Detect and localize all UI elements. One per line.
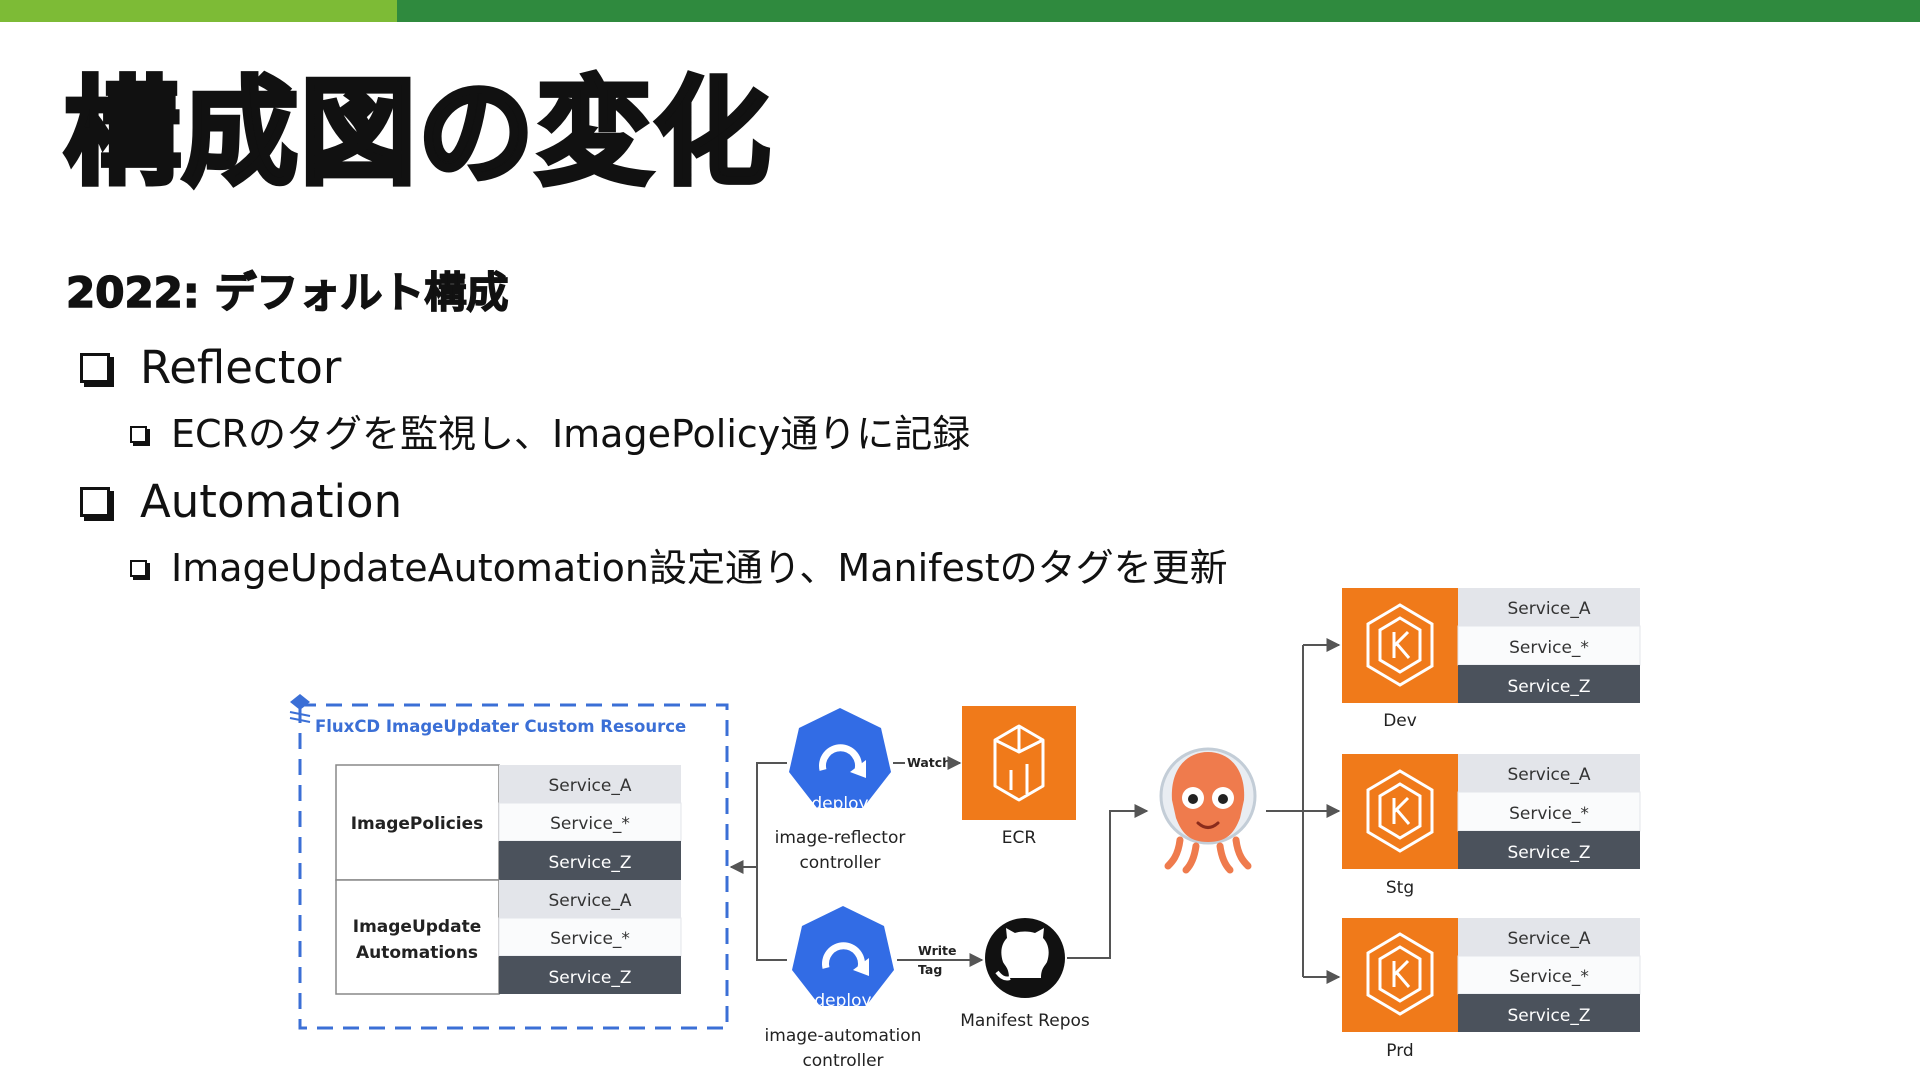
slide-subtitle: 2022: デフォルト構成 <box>65 267 509 318</box>
cluster-stg: Service_A Service_* Service_Z Stg <box>1342 754 1641 898</box>
cluster-prd: Service_A Service_* Service_Z Prd <box>1342 918 1641 1061</box>
ecr-service: ECR <box>962 706 1076 848</box>
service-row <box>1457 791 1641 832</box>
group-box <box>335 764 500 881</box>
bullet-automation: Automation <box>80 475 402 529</box>
watch-edge-label: Watch <box>907 755 951 770</box>
service-label: Service_Z <box>1508 843 1591 863</box>
service-label: Service_* <box>550 929 630 949</box>
service-row <box>499 956 681 994</box>
service-label: Service_A <box>549 891 632 911</box>
service-label: Service_Z <box>1508 1006 1591 1026</box>
manifest-repos: Manifest Repos <box>960 918 1090 1031</box>
service-row <box>498 917 682 957</box>
fluxcd-logo-icon <box>289 694 311 723</box>
cluster-name: Stg <box>1386 878 1414 898</box>
ecr-icon <box>962 706 1076 820</box>
deploy-badge-label: deploy <box>811 794 868 814</box>
service-label: Service_Z <box>549 853 632 873</box>
write-edge-label-line1: Write <box>918 943 956 958</box>
custom-resource-title: FluxCD ImageUpdater Custom Resource <box>315 717 686 736</box>
sub-bullet-reflector: ECRのタグを監視し、ImagePolicy通りに記録 <box>130 412 970 458</box>
image-reflector-controller: deploy image-reflector controller <box>775 708 906 873</box>
checkbox-bullet-icon <box>130 426 147 444</box>
service-label: Service_Z <box>549 968 632 988</box>
sub-bullet-label: ImageUpdateAutomation設定通り、Manifestのタグを更新 <box>171 546 1228 590</box>
write-edge-label-line2: Tag <box>918 962 942 977</box>
checkbox-bullet-icon <box>130 560 147 578</box>
bullet-reflector: Reflector <box>80 341 341 395</box>
group-name-image-policies: ImagePolicies <box>351 814 484 834</box>
service-row <box>499 765 681 803</box>
k8s-deploy-icon <box>789 708 891 808</box>
bullet-label: Reflector <box>140 341 342 394</box>
controller-bracket-line <box>756 762 787 961</box>
slide-title: 構成図の変化 <box>62 63 773 203</box>
bullet-label: Automation <box>140 475 403 528</box>
group-box <box>335 879 500 995</box>
k8s-deploy-icon <box>792 906 894 1006</box>
deploy-badge-label: deploy <box>814 991 871 1011</box>
cluster-name: Dev <box>1383 711 1417 731</box>
checkbox-bullet-icon <box>80 353 110 383</box>
top-accent-bar <box>0 0 1920 22</box>
service-row <box>1458 588 1640 626</box>
service-label: Service_* <box>550 814 630 834</box>
service-label: Service_A <box>1508 929 1591 949</box>
service-label: Service_* <box>1509 804 1589 824</box>
cluster-dev: Service_A Service_* Service_Z Dev <box>1342 588 1641 731</box>
service-row <box>499 880 681 918</box>
service-label: Service_* <box>1509 967 1589 987</box>
controller-name-line2: controller <box>799 853 880 873</box>
service-row <box>499 841 681 880</box>
controller-name-line2: controller <box>802 1051 883 1071</box>
manifest-repos-label: Manifest Repos <box>960 1011 1090 1031</box>
service-row <box>1457 625 1641 666</box>
group-name-line1: ImageUpdate <box>353 917 481 937</box>
controller-name-line1: image-automation <box>765 1026 922 1046</box>
sub-bullet-automation: ImageUpdateAutomation設定通り、Manifestのタグを更新 <box>130 546 1228 592</box>
argocd-icon <box>1159 747 1257 874</box>
controller-name-line1: image-reflector <box>775 828 906 848</box>
service-label: Service_* <box>1509 638 1589 658</box>
image-automation-controller: deploy image-automation controller <box>765 906 922 1071</box>
repo-to-argocd-arrow <box>1067 804 1149 959</box>
top-accent-bar-light <box>0 0 397 22</box>
service-row <box>1458 754 1640 792</box>
checkbox-bullet-icon <box>80 487 110 517</box>
service-row <box>1458 665 1640 703</box>
service-label: Service_A <box>1508 599 1591 619</box>
service-row <box>1457 955 1641 995</box>
sub-bullet-label: ECRのタグを監視し、ImagePolicy通りに記録 <box>171 412 971 456</box>
custom-resource-box: FluxCD ImageUpdater Custom Resource Imag… <box>289 694 729 1030</box>
group-name-line2: Automations <box>356 943 478 963</box>
ecr-label: ECR <box>1002 828 1037 848</box>
top-accent-bar-dark <box>397 0 1920 22</box>
service-row <box>1458 831 1640 869</box>
cluster-name: Prd <box>1386 1041 1413 1061</box>
service-row <box>1458 994 1640 1032</box>
service-label: Service_A <box>1508 765 1591 785</box>
service-label: Service_Z <box>1508 677 1591 697</box>
service-label: Service_A <box>549 776 632 796</box>
service-row <box>1458 918 1640 956</box>
service-row <box>498 802 682 842</box>
